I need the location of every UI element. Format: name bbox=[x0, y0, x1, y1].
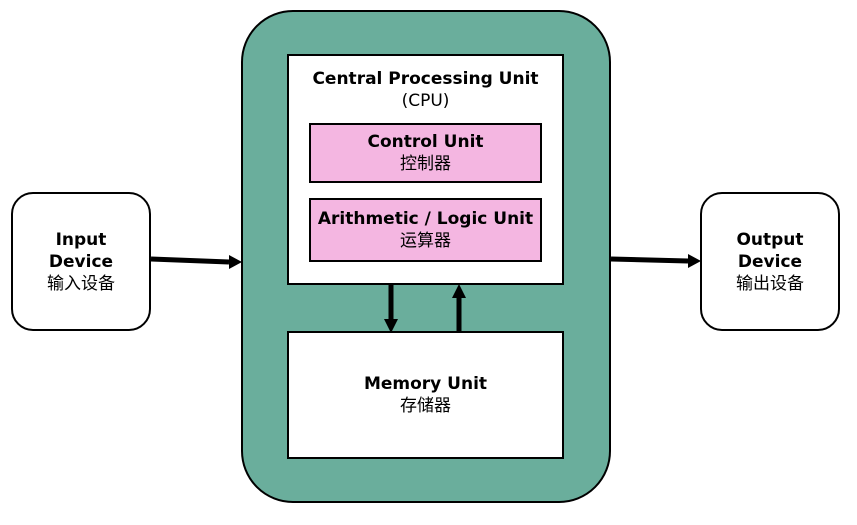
input-device-line1: Input bbox=[55, 229, 107, 250]
output-device-block: Output Device 输出设备 bbox=[700, 192, 840, 331]
input-to-computer-arrow bbox=[150, 255, 242, 269]
memory-unit-block: Memory Unit 存储器 bbox=[287, 331, 564, 459]
alu-block: Arithmetic / Logic Unit 运算器 bbox=[309, 198, 542, 262]
alu-subtitle: 运算器 bbox=[400, 231, 451, 251]
control-unit-title: Control Unit bbox=[367, 132, 484, 152]
output-device-line1: Output bbox=[736, 229, 804, 250]
output-device-subtitle: 输出设备 bbox=[736, 273, 804, 294]
control-unit-subtitle: 控制器 bbox=[400, 154, 451, 174]
input-device-subtitle: 输入设备 bbox=[47, 273, 115, 294]
output-device-line2: Device bbox=[737, 251, 803, 272]
control-unit-block: Control Unit 控制器 bbox=[309, 123, 542, 183]
computer-to-output-arrow bbox=[610, 254, 701, 268]
cpu-abbr: (CPU) bbox=[401, 91, 450, 111]
input-device-line2: Device bbox=[48, 251, 114, 272]
alu-title: Arithmetic / Logic Unit bbox=[317, 209, 534, 229]
input-device-block: Input Device 输入设备 bbox=[11, 192, 151, 331]
cpu-title: Central Processing Unit bbox=[312, 69, 539, 89]
memory-unit-subtitle: 存储器 bbox=[400, 396, 451, 416]
memory-unit-title: Memory Unit bbox=[363, 374, 488, 394]
